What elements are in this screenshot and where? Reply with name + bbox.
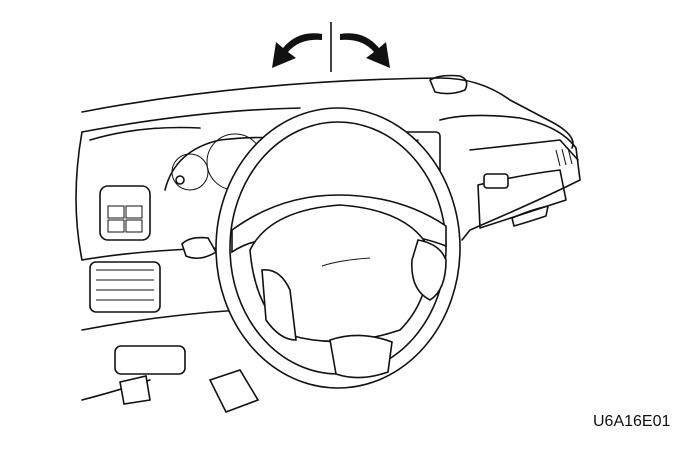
tilt-arrow-right-icon — [340, 33, 390, 68]
turn-signal-stalk — [181, 236, 218, 260]
figure-code: U6A16E01 — [593, 413, 671, 430]
steering-wheel — [215, 107, 461, 389]
tilt-arrow-left-icon — [272, 33, 322, 68]
